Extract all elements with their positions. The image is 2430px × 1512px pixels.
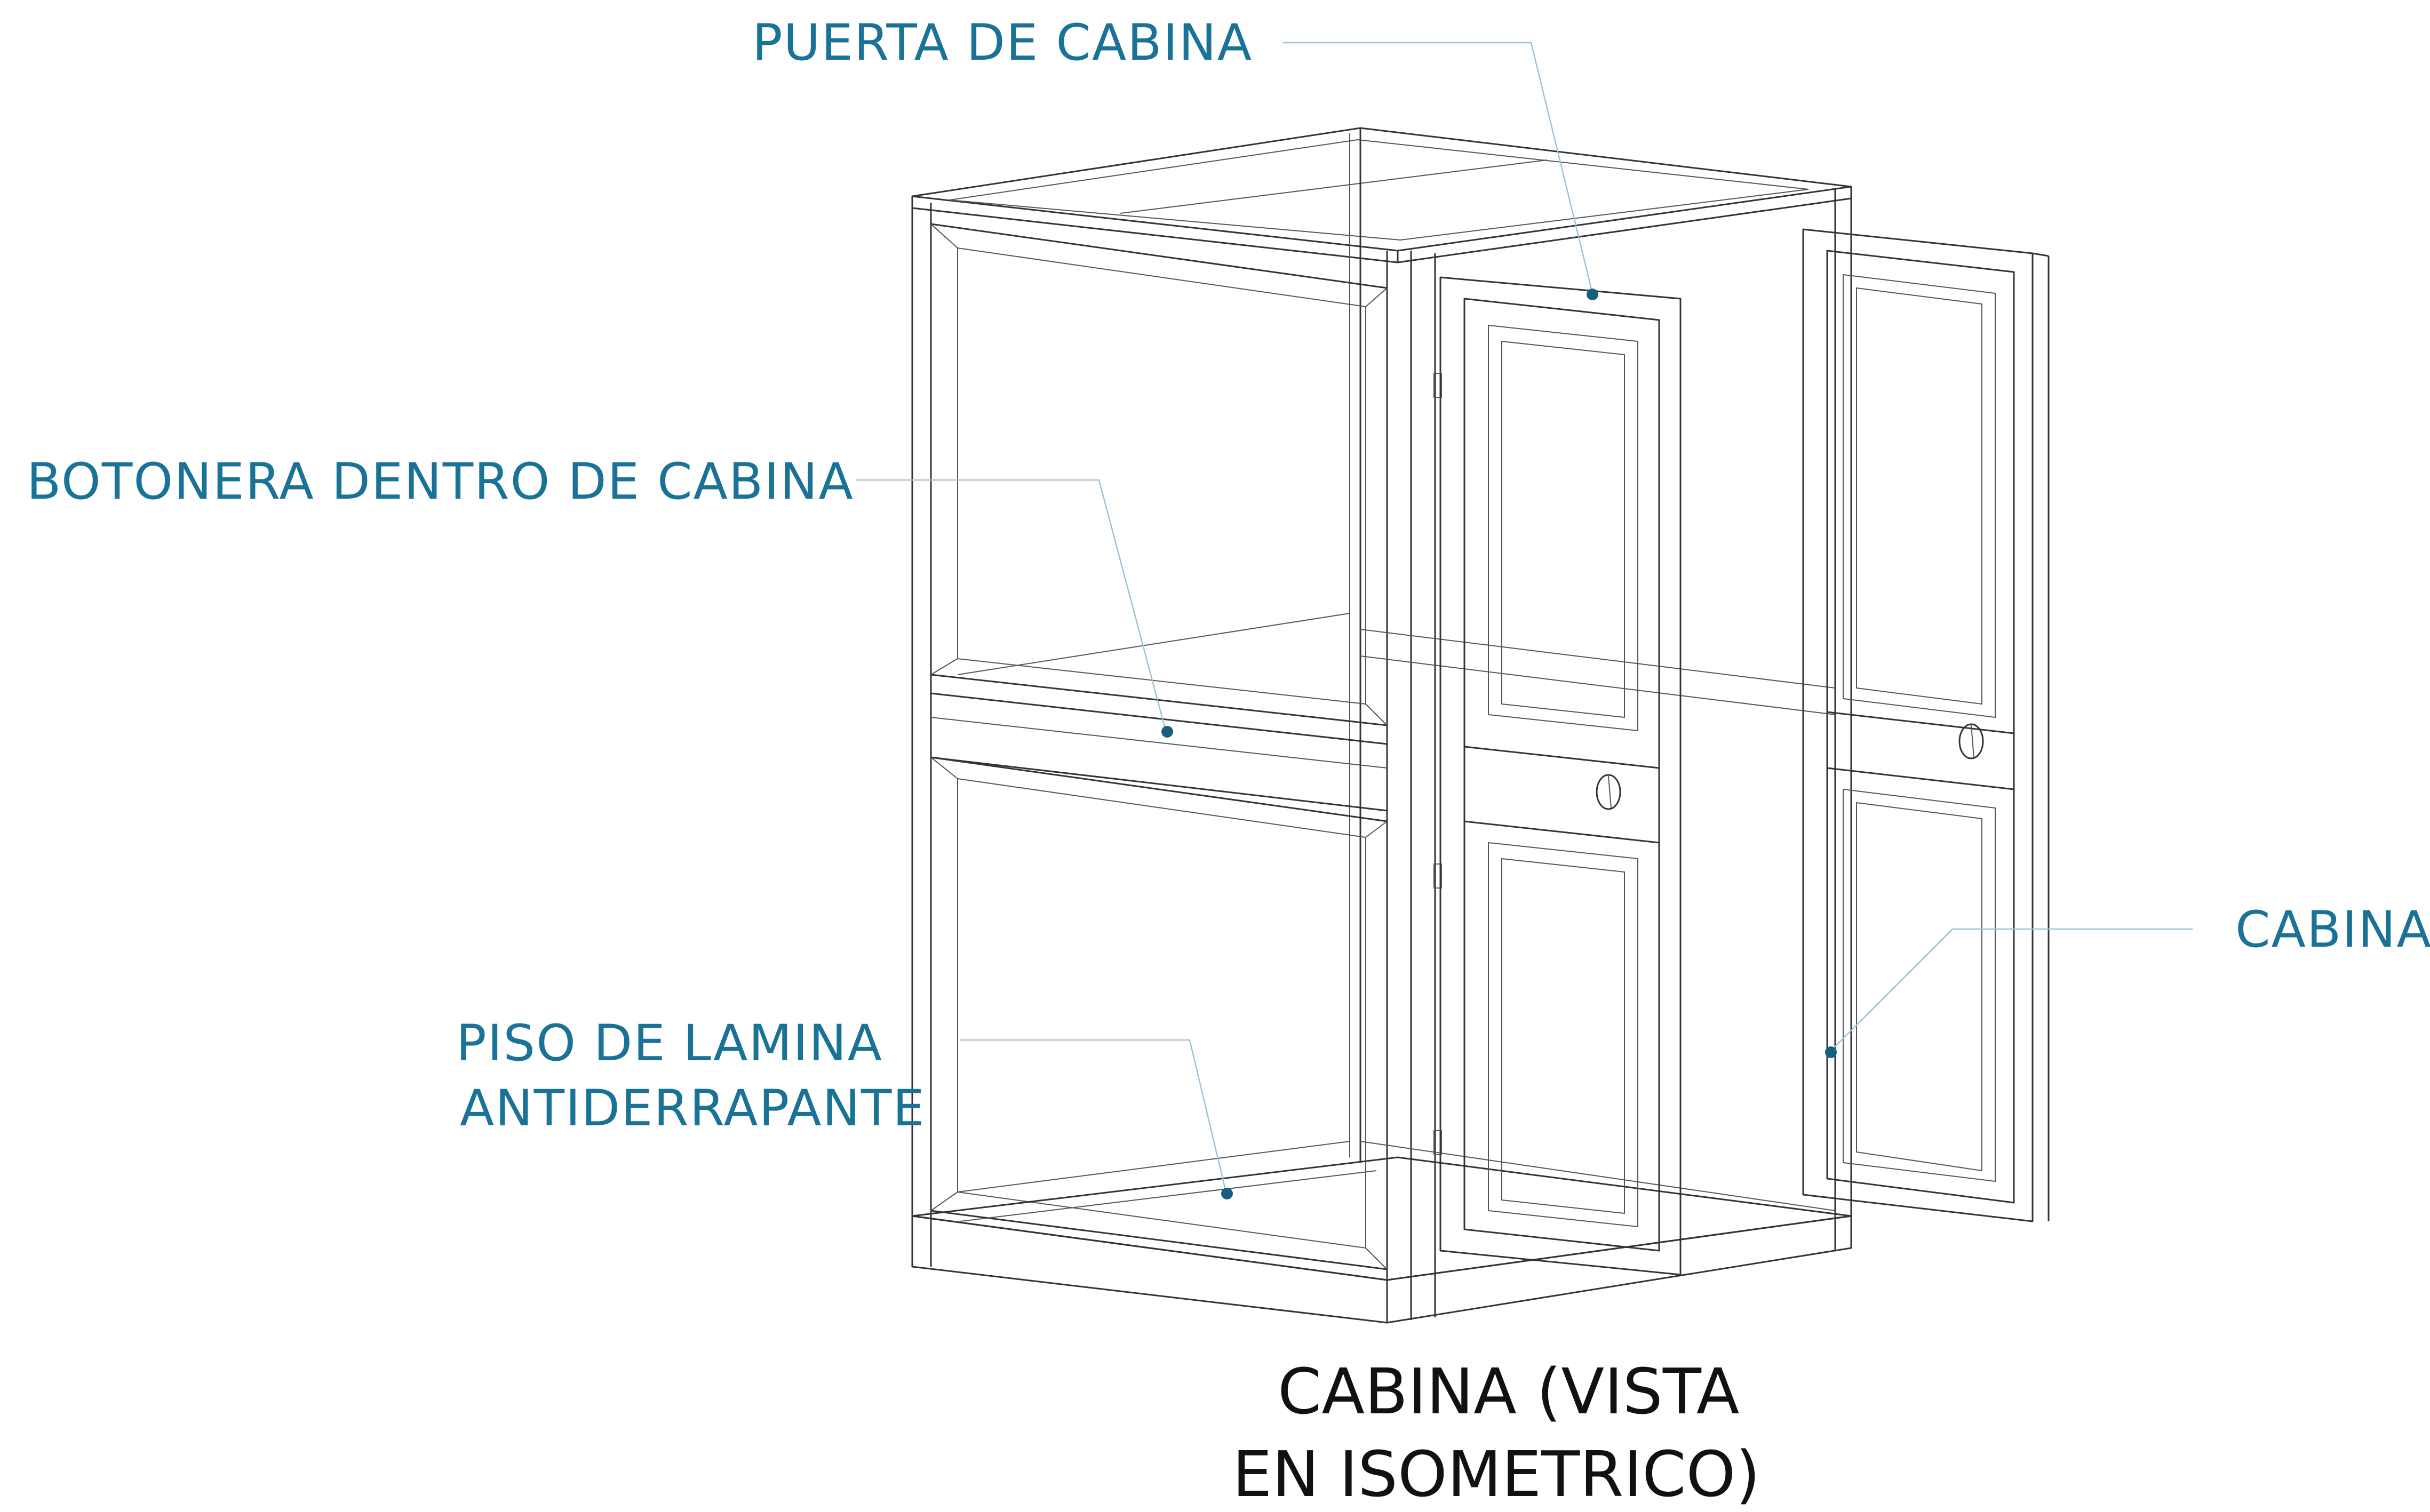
callout-puerta: PUERTA DE CABINA <box>752 14 1598 300</box>
leader-line-puerta <box>1283 42 1594 294</box>
cabin-isometric-drawing <box>911 127 2050 1324</box>
caption-line-2: EN ISOMETRICO) <box>1232 1437 1760 1511</box>
callout-label-cabina: CABINA <box>2235 901 2430 959</box>
cabin-floor <box>911 1156 1852 1324</box>
diagram-caption: CABINA (VISTA EN ISOMETRICO) <box>1232 1355 1760 1511</box>
cabin-right-post <box>1834 187 1852 1251</box>
callout-label-puerta: PUERTA DE CABINA <box>752 14 1253 72</box>
callout-cabina: CABINA <box>1825 901 2430 1058</box>
cabin-door-leaf <box>1433 276 1682 1276</box>
leader-line-piso <box>960 1039 1227 1193</box>
anchor-dot-puerta <box>1587 289 1598 300</box>
callout-piso: PISO DE LAMINA ANTIDERRAPANTE <box>456 1014 1233 1199</box>
left-wall-mid-rail <box>930 692 1388 812</box>
anchor-dot-botonera <box>1161 726 1173 738</box>
back-wall <box>957 613 1836 1211</box>
callouts: PUERTA DE CABINA BOTONERA DENTRO DE CABI… <box>27 14 2430 1199</box>
caption-line-1: CABINA (VISTA <box>1278 1355 1739 1428</box>
cabin-side-door-leaf <box>1802 228 2050 1222</box>
callout-botonera: BOTONERA DENTRO DE CABINA <box>27 453 1173 738</box>
anchor-dot-piso <box>1221 1188 1233 1199</box>
callout-label-piso-line1: PISO DE LAMINA <box>456 1014 883 1073</box>
cabin-top-frame <box>911 127 1852 263</box>
leader-line-cabina <box>1830 928 2193 1051</box>
left-wall-upper-panel <box>930 223 1388 726</box>
callout-label-piso-line2: ANTIDERRAPANTE <box>460 1079 926 1138</box>
anchor-dot-cabina <box>1825 1046 1837 1058</box>
left-wall-lower-panel <box>930 756 1388 1270</box>
callout-label-botonera: BOTONERA DENTRO DE CABINA <box>27 453 854 511</box>
leader-line-botonera <box>856 479 1167 731</box>
